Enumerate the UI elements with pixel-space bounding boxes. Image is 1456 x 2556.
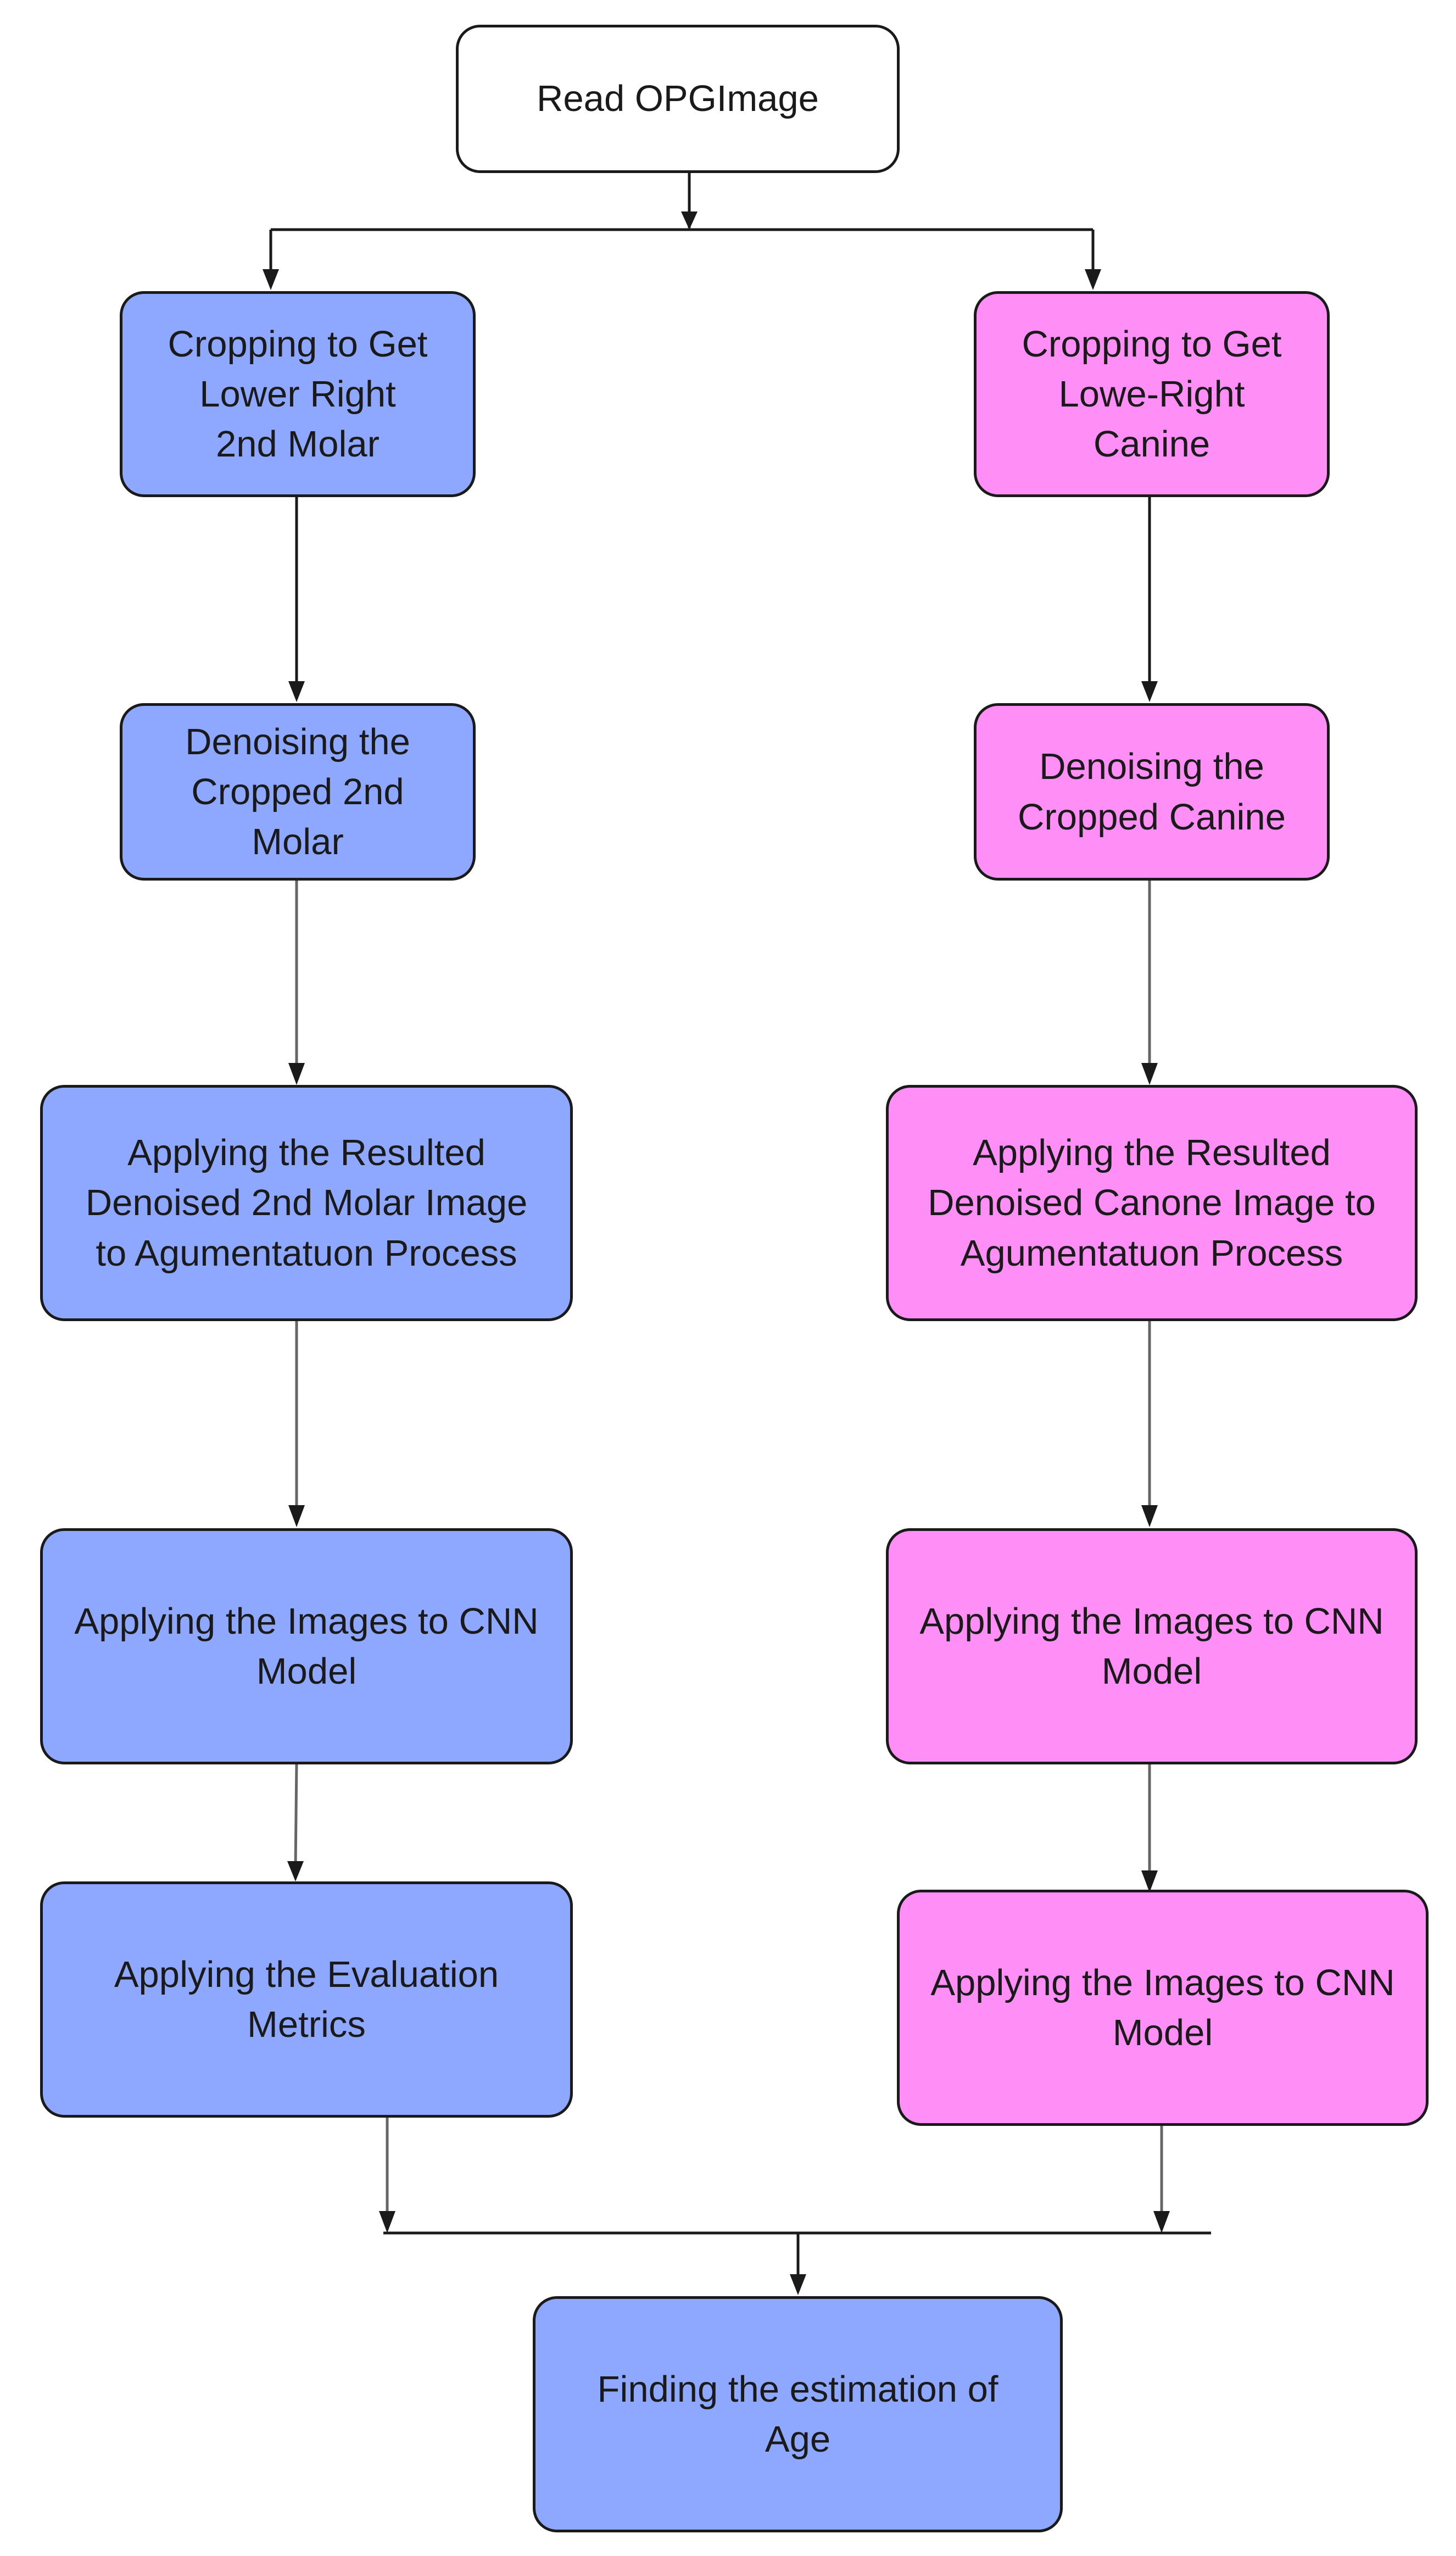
left-augment-node: Applying the Resulted Denoised 2nd Molar…: [40, 1085, 573, 1321]
arrowhead-split-left: [263, 269, 279, 290]
arrowhead-left-augment-cnn: [288, 1505, 305, 1527]
right-crop-node: Cropping to Get Lowe-Right Canine: [974, 291, 1330, 497]
right-denoise-node: Denoising the Cropped Canine: [974, 703, 1330, 881]
arrowhead-left-evaluate-merge: [379, 2211, 395, 2233]
arrowhead-right-cnn2-merge: [1153, 2211, 1170, 2233]
end-node: Finding the estimation of Age: [533, 2296, 1063, 2532]
arrowhead-right-cnn-cnn2: [1141, 1870, 1158, 1892]
right-cnn2-node: Applying the Images to CNN Model: [897, 1890, 1429, 2126]
arrowhead-left-cnn-evaluate: [287, 1861, 304, 1881]
arrowhead-merge-down: [790, 2274, 806, 2295]
arrowhead-left-denoise-augment: [288, 1063, 305, 1085]
arrowhead-split-right: [1085, 269, 1101, 290]
arrowhead-right-denoise-augment: [1141, 1063, 1158, 1085]
start-node: Read OPGImage: [456, 25, 900, 173]
left-evaluate-node: Applying the Evaluation Metrics: [40, 1881, 573, 2118]
arrowhead-start-down: [681, 211, 698, 230]
right-cnn-node: Applying the Images to CNN Model: [886, 1528, 1418, 1764]
left-cnn-node: Applying the Images to CNN Model: [40, 1528, 573, 1764]
right-augment-node: Applying the Resulted Denoised Canone Im…: [886, 1085, 1418, 1321]
left-denoise-node: Denoising the Cropped 2nd Molar: [120, 703, 476, 881]
left-crop-node: Cropping to Get Lower Right 2nd Molar: [120, 291, 476, 497]
arrowhead-right-augment-cnn: [1141, 1505, 1158, 1527]
connector-left-cnn-evaluate: [294, 1763, 298, 1868]
arrowhead-left-crop-denoise: [288, 681, 305, 702]
arrowhead-right-crop-denoise: [1141, 681, 1158, 702]
